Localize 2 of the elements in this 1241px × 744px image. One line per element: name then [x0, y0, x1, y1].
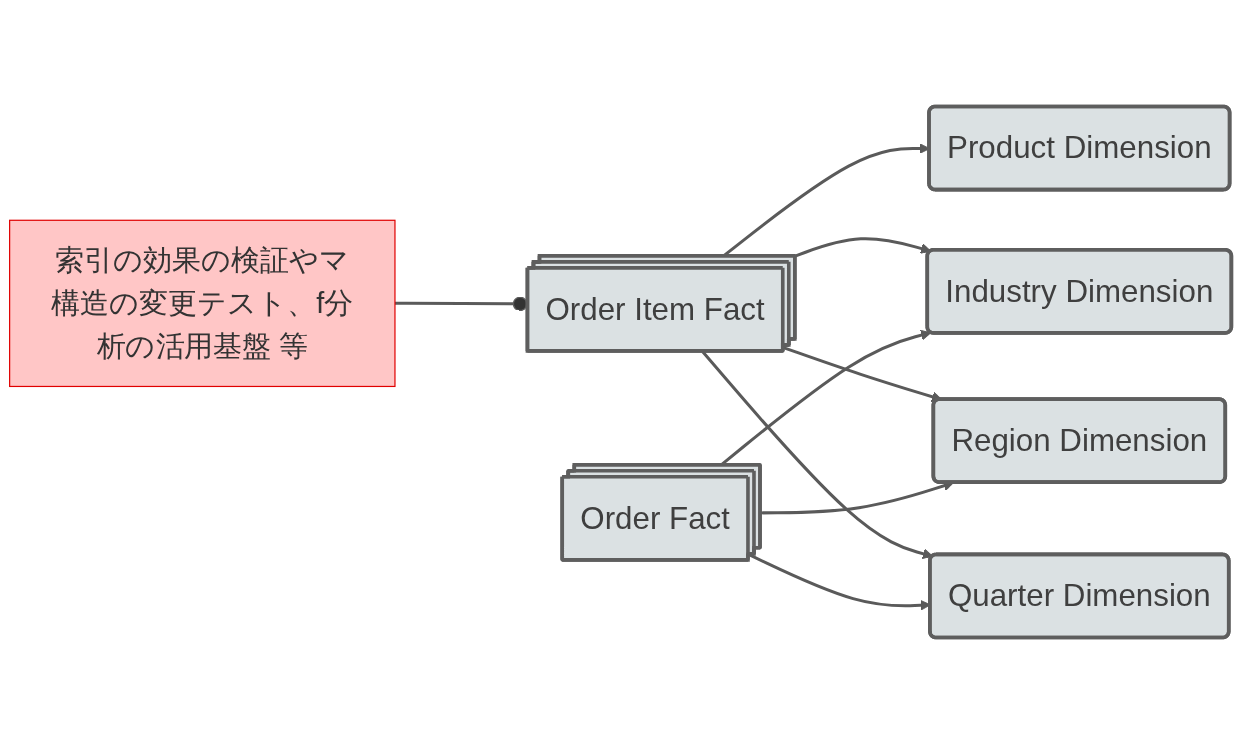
arrow: [793, 237, 932, 258]
node-box: 索引の効果の検証やマ構造の変更テスト、f分析の活用基盤 等: [9, 219, 396, 388]
